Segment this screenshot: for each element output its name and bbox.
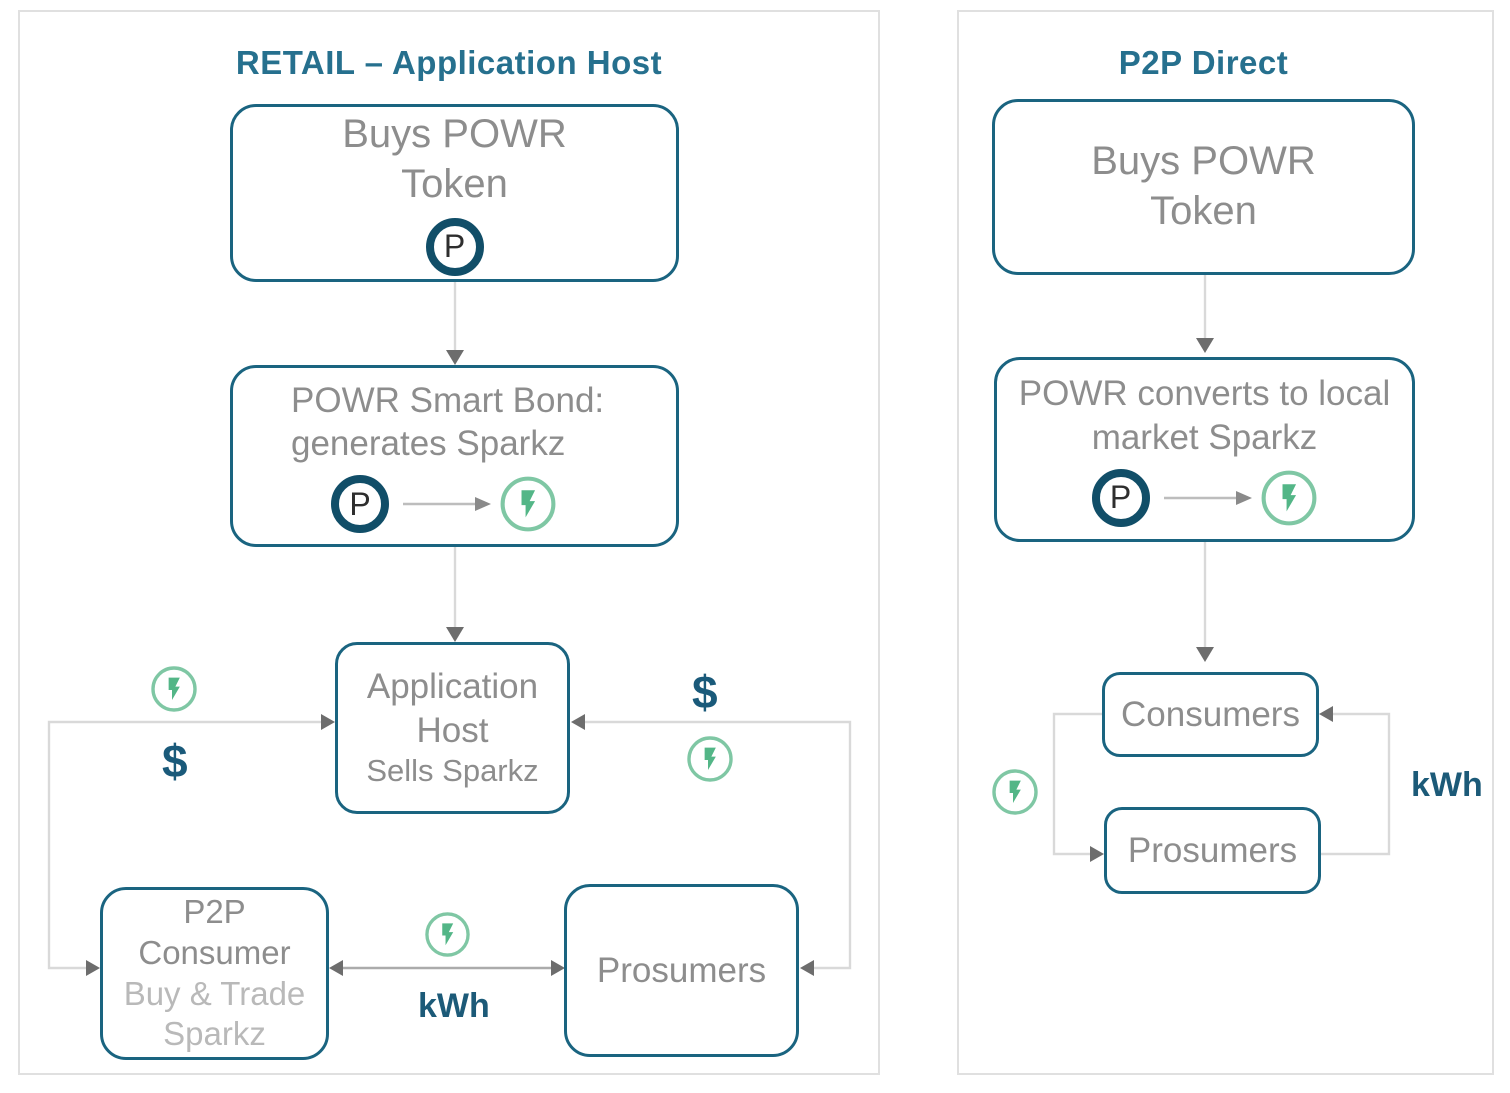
p2p-converts-line2: market Sparkz (1091, 417, 1318, 457)
retail-smart-bond-box: POWR Smart Bond: generates Sparkz P (230, 365, 679, 547)
retail-panel: RETAIL – Application Host Buys POWR Toke… (18, 10, 880, 1075)
money-label-right: $ (692, 666, 718, 718)
kwh-label: kWh (418, 987, 490, 1025)
retail-smart-bond-line1: POWR Smart Bond: (291, 380, 605, 420)
p2p-buys-powr-line2: Token (1150, 189, 1257, 233)
p2p-prosumers-label: Prosumers (1127, 830, 1298, 870)
powr-token-icon: P (425, 217, 484, 276)
sparkz-lightning-icon (992, 769, 1038, 815)
retail-p2p-consumer-line2: Consumer (138, 933, 291, 971)
p2p-prosumers-box: Prosumers (1104, 807, 1321, 894)
retail-buys-powr-line1: Buys POWR (342, 112, 567, 157)
money-label-left: $ (162, 735, 188, 787)
p2p-converts-box: POWR converts to local market Sparkz P (994, 357, 1415, 542)
retail-app-host-box: Application Host Sells Sparkz (335, 642, 570, 814)
retail-p2p-consumer-line3: Buy & Trade (123, 974, 306, 1012)
p2p-consumers-label: Consumers (1121, 694, 1300, 734)
sparkz-lightning-icon (1261, 470, 1316, 526)
p2p-direct-panel-title: P2P Direct (1118, 44, 1289, 81)
retail-panel-title: RETAIL – Application Host (235, 44, 663, 81)
retail-p2p-consumer-line4: Sparkz (163, 1015, 266, 1053)
sparkz-lightning-icon (151, 666, 197, 712)
sparkz-lightning-icon (500, 476, 556, 532)
retail-p2p-consumer-line1: P2P (183, 892, 246, 930)
retail-buys-powr-box: Buys POWR Token P (230, 104, 679, 282)
powr-token-icon: P (1091, 468, 1150, 527)
powr-token-letter: P (349, 485, 371, 522)
retail-p2p-consumer-box: P2P Consumer Buy & Trade Sparkz (100, 887, 329, 1060)
kwh-label: kWh (1411, 766, 1483, 804)
retail-prosumers-box: Prosumers (564, 884, 799, 1057)
retail-app-host-line2: Host (416, 710, 489, 750)
p2p-buys-powr-box: Buys POWR Token (992, 99, 1415, 275)
retail-buys-powr-line2: Token (401, 162, 508, 206)
powr-token-letter: P (1109, 479, 1132, 516)
converts-to-arrow-icon (1163, 490, 1252, 505)
sparkz-lightning-icon (687, 736, 733, 782)
powr-token-letter: P (443, 228, 466, 265)
retail-prosumers-label: Prosumers (596, 950, 767, 990)
p2p-buys-powr-line1: Buys POWR (1091, 139, 1316, 184)
retail-app-host-line1: Application (366, 667, 539, 707)
p2p-converts-line1: POWR converts to local (1018, 374, 1391, 414)
powr-token-icon: P (331, 475, 389, 534)
p2p-direct-panel: P2P Direct Buys POWR Token POWR converts… (957, 10, 1494, 1075)
retail-app-host-line3: Sells Sparkz (366, 753, 539, 789)
p2p-consumers-box: Consumers (1102, 672, 1319, 757)
converts-to-arrow-icon (403, 497, 491, 512)
retail-smart-bond-line2: generates Sparkz (291, 424, 566, 463)
sparkz-lightning-icon (425, 912, 470, 957)
